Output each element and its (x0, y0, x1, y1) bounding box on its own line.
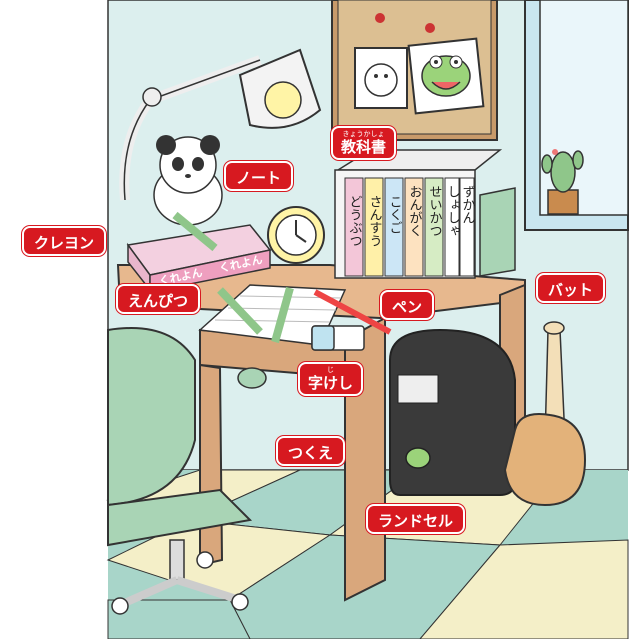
panda-toy (153, 135, 223, 226)
label-eraser-ruby: じ (327, 366, 334, 374)
book-title: さんすう (367, 195, 382, 247)
book-spine (364, 177, 384, 277)
label-randoseru: ランドセル (366, 504, 466, 534)
label-crayon: クレヨン (22, 226, 107, 256)
label-desk: つくえ (276, 436, 346, 466)
crayon-box: くれよん くれよん (126, 224, 272, 293)
randoseru-bag (389, 328, 516, 496)
book-spine (444, 177, 460, 277)
baseball-glove (503, 413, 587, 507)
book-title: おんがく (407, 185, 423, 237)
book-title: ずかん (460, 185, 475, 224)
label-textbook: きょうかしょ 教科書 (331, 126, 397, 160)
book-spine (459, 177, 475, 277)
book-title: どうぶつ (347, 195, 363, 247)
dog-picture (354, 13, 408, 109)
book-title: こくご (387, 195, 402, 234)
book-title: しょしゃ (445, 185, 460, 237)
pen (313, 289, 392, 335)
label-bat: バット (536, 273, 606, 303)
desk-lamp (119, 48, 322, 201)
label-textbook-ruby: きょうかしょ (342, 130, 385, 138)
alarm-clock (267, 206, 325, 264)
cactus (541, 149, 584, 215)
label-pencil: えんぴつ (116, 284, 201, 314)
label-textbook-text: 教科書 (341, 138, 387, 156)
book-spine (344, 177, 364, 277)
book-spine (424, 177, 444, 277)
book-title: せいかつ (427, 185, 443, 237)
pencils (172, 211, 294, 344)
book-spine (404, 177, 424, 277)
chair (107, 327, 253, 615)
label-eraser-text: 字けし (308, 374, 354, 392)
label-note: ノート (224, 161, 294, 191)
baseball-bat (543, 321, 566, 441)
frog-picture (407, 23, 485, 115)
label-pen: ペン (380, 290, 435, 320)
book-spine (384, 177, 404, 277)
book-stack: どうぶつ さんすう こくご おんがく せいかつ しょしゃ ずかん (334, 149, 516, 279)
label-eraser: じ 字けし (298, 362, 364, 396)
